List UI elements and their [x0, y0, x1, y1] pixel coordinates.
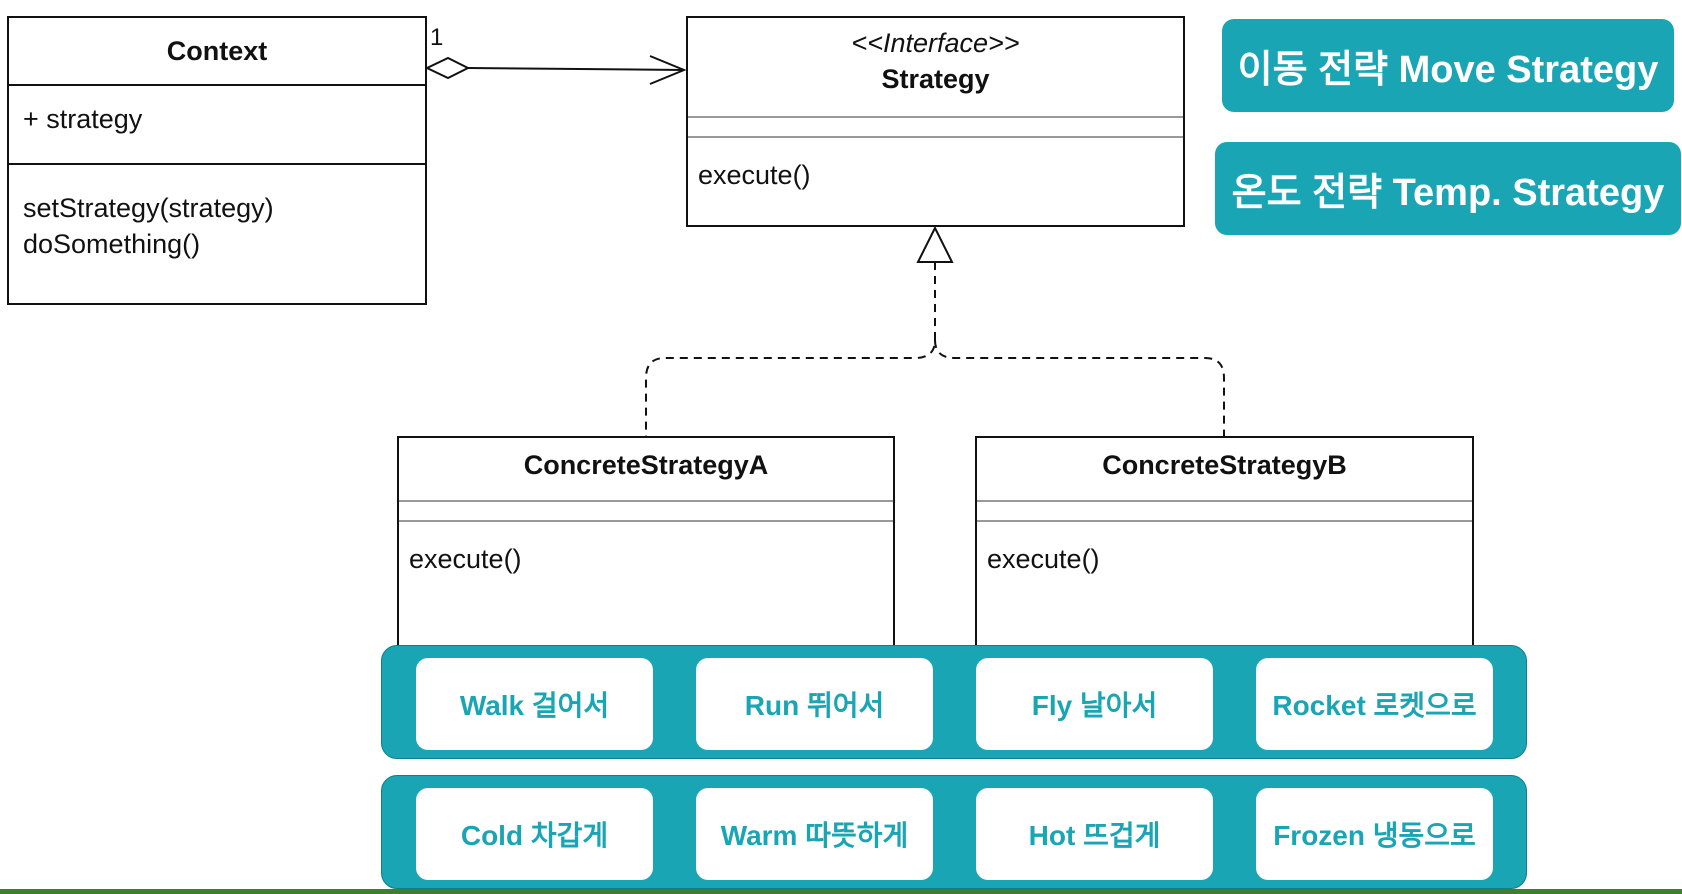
temp-strategy-label: 온도 전략 Temp. Strategy — [1215, 142, 1681, 235]
concrete-b-method: execute() — [987, 544, 1100, 574]
concrete-b-name: ConcreteStrategyB — [1102, 450, 1347, 480]
context-class-name: Context — [166, 36, 268, 66]
context-method: doSomething() — [23, 229, 201, 259]
move-option-walk: Walk 걸어서 — [416, 658, 653, 750]
strategy-interface: <<Interface>> Strategy execute() — [686, 16, 1185, 227]
temp-option-frozen: Frozen 냉동으로 — [1256, 788, 1493, 880]
association-line — [467, 67, 685, 71]
footer-line — [0, 889, 1682, 894]
aggregation-diamond — [424, 56, 471, 80]
concrete-a-name: ConcreteStrategyA — [523, 450, 769, 480]
strategy-name: Strategy — [881, 64, 990, 94]
move-options-band: Walk 걸어서 Run 뛰어서 Fly 날아서 Rocket 로켓으로 — [381, 645, 1527, 759]
association-arrowhead — [649, 55, 687, 85]
move-strategy-label: 이동 전략 Move Strategy — [1222, 19, 1674, 112]
context-method: setStrategy(strategy) — [23, 193, 274, 223]
temp-options-band: Cold 차갑게 Warm 따뜻하게 Hot 뜨겁게 Frozen 냉동으로 — [381, 775, 1527, 889]
divider — [9, 163, 425, 165]
temp-option-cold: Cold 차갑게 — [416, 788, 653, 880]
context-attribute: + strategy — [23, 104, 143, 134]
divider — [9, 84, 425, 86]
temp-option-hot: Hot 뜨겁게 — [976, 788, 1213, 880]
divider — [977, 520, 1472, 522]
divider — [399, 520, 893, 522]
realization-dashed-line — [645, 262, 1225, 436]
divider — [688, 136, 1183, 138]
divider — [977, 500, 1472, 502]
move-option-rocket: Rocket 로켓으로 — [1256, 658, 1493, 750]
stereotype-label: <<Interface>> — [851, 28, 1020, 58]
strategy-method: execute() — [698, 160, 811, 190]
move-option-fly: Fly 날아서 — [976, 658, 1213, 750]
temp-option-warm: Warm 따뜻하게 — [696, 788, 933, 880]
context-class: Context + strategy setStrategy(strategy)… — [7, 16, 427, 305]
concrete-strategy-a-class: ConcreteStrategyA execute() — [397, 436, 895, 647]
move-option-run: Run 뛰어서 — [696, 658, 933, 750]
divider — [688, 116, 1183, 118]
divider — [399, 500, 893, 502]
concrete-a-method: execute() — [409, 544, 522, 574]
multiplicity-label: 1 — [430, 24, 444, 51]
concrete-strategy-b-class: ConcreteStrategyB execute() — [975, 436, 1474, 647]
realization-triangle — [916, 225, 954, 263]
